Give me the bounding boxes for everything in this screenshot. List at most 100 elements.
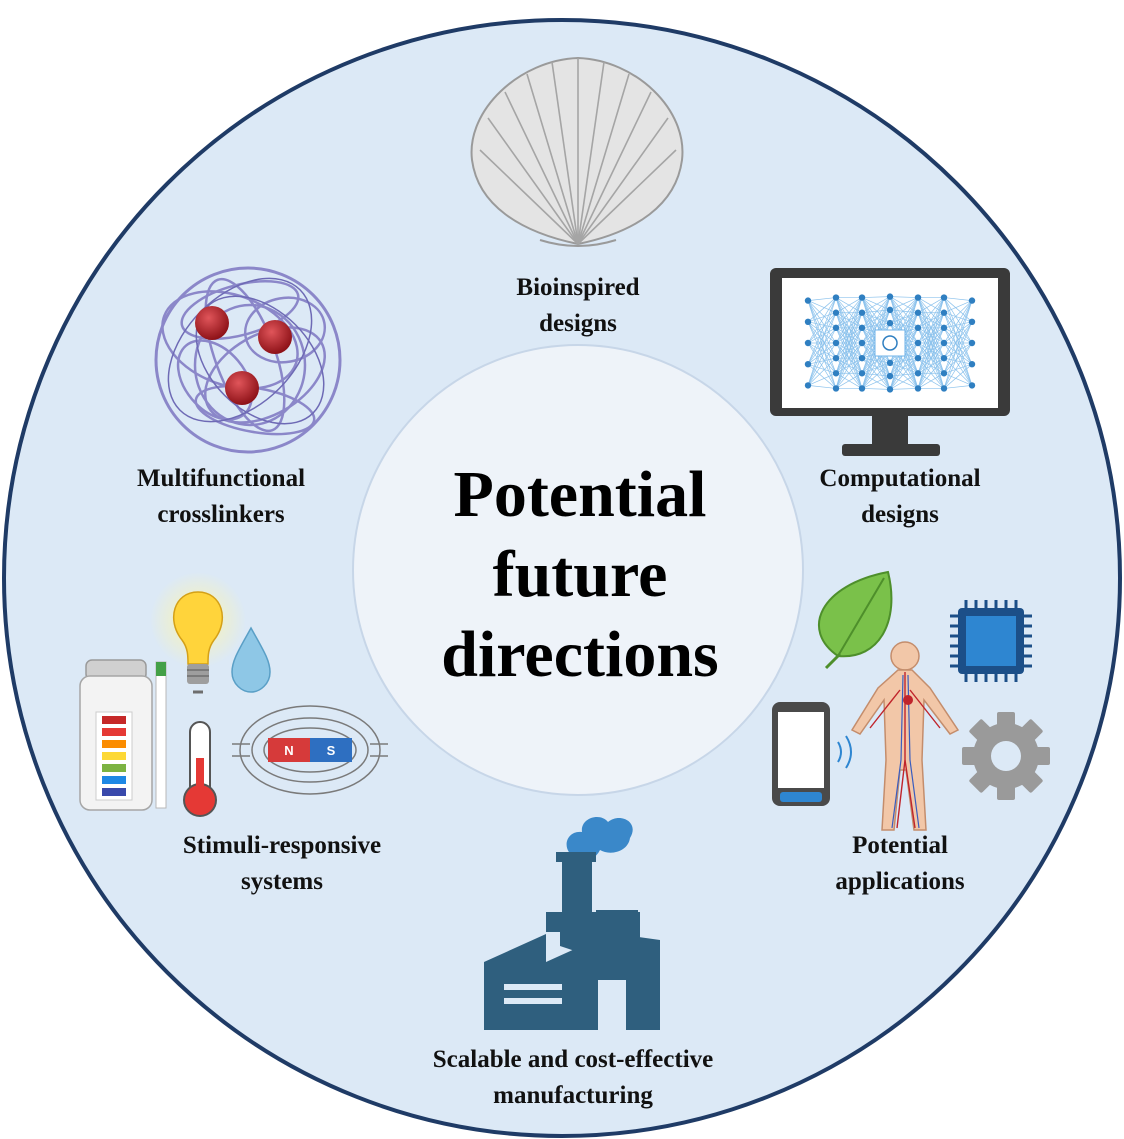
network-edge: [943, 357, 973, 365]
network-edge: [889, 322, 919, 329]
network-edge: [917, 327, 945, 389]
network-edge: [889, 297, 919, 324]
network-edge: [917, 312, 945, 389]
network-node: [968, 361, 976, 368]
network-edge: [943, 321, 973, 374]
network-node: [858, 370, 866, 377]
leaf-icon: [818, 570, 893, 670]
label-line: Computational: [819, 465, 981, 492]
network-node: [914, 309, 922, 316]
network-edge: [943, 327, 973, 386]
network-node: [804, 339, 812, 347]
network-node: [886, 306, 894, 314]
network-node: [804, 361, 812, 368]
network-edge: [943, 321, 973, 344]
network-edge: [917, 297, 945, 389]
network-edge: [861, 309, 891, 344]
network-edge: [861, 296, 891, 329]
network-edge: [943, 342, 973, 389]
seashell-icon: [470, 56, 684, 247]
network-node: [832, 309, 840, 316]
label-line: Bioinspired: [516, 274, 640, 301]
network-edge: [807, 327, 837, 344]
network-node: [832, 294, 840, 301]
network-node: [968, 297, 976, 304]
network-edge: [917, 342, 945, 389]
label-bioinspired-designs: Bioinspired designs: [478, 270, 678, 342]
network-edge: [835, 297, 863, 389]
inner-circle: [352, 344, 804, 796]
network-node: [832, 354, 840, 362]
network-edge: [807, 357, 837, 386]
network-edge: [807, 300, 837, 374]
network-node: [914, 339, 922, 347]
microchip-icon: [950, 600, 1032, 682]
gear-icon: [962, 712, 1050, 800]
network-edge: [943, 312, 973, 365]
network-node: [858, 294, 866, 301]
network-node: [968, 382, 976, 389]
network-edge: [807, 297, 837, 301]
label-line: Potential: [852, 832, 948, 859]
network-edge: [861, 362, 891, 374]
network-edge: [889, 362, 919, 374]
network-edge: [807, 363, 837, 389]
network-edge: [943, 300, 973, 374]
network-edge: [943, 300, 973, 344]
network-node: [940, 354, 948, 362]
network-edge: [943, 300, 973, 359]
network-edge: [943, 297, 973, 386]
network-edge: [943, 312, 973, 323]
network-edge: [889, 297, 919, 311]
network-edge: [943, 321, 973, 329]
network-edge: [861, 357, 891, 364]
network-edge: [943, 342, 973, 365]
network-node: [858, 385, 866, 392]
network-edge: [889, 362, 919, 389]
network-edge: [943, 327, 973, 344]
network-edge: [943, 327, 973, 365]
network-edge: [943, 297, 973, 344]
network-edge: [943, 363, 973, 389]
network-node: [886, 359, 894, 367]
network-edge: [861, 312, 891, 324]
network-edge: [807, 321, 837, 344]
network-node: [804, 382, 812, 389]
network-edge: [943, 342, 973, 374]
network-node: [968, 339, 976, 347]
network-edge: [835, 342, 863, 389]
network-edge: [943, 297, 973, 301]
network-node: [914, 324, 922, 332]
network-node: [858, 339, 866, 347]
network-edge: [943, 357, 973, 386]
network-node: [832, 370, 840, 377]
center-title: Potential future directions: [352, 455, 808, 695]
network-edge: [835, 297, 863, 374]
network-edge: [835, 297, 863, 314]
network-edge: [807, 363, 837, 374]
network-node: [940, 309, 948, 316]
network-edge: [917, 297, 945, 314]
network-edge: [861, 296, 891, 359]
network-edge: [807, 327, 837, 365]
network-edge: [943, 372, 973, 386]
network-edge: [807, 300, 837, 344]
network-edge: [943, 342, 973, 386]
network-edge: [889, 357, 919, 390]
network-edge: [889, 388, 919, 390]
network-edge: [943, 300, 973, 329]
network-node: [804, 297, 812, 304]
network-edge: [861, 297, 891, 311]
network-edge: [861, 388, 891, 390]
network-edge: [889, 342, 919, 390]
network-edge: [917, 297, 945, 344]
label-multifunctional-crosslinkers: Multifunctional crosslinkers: [106, 461, 336, 533]
network-edge: [807, 297, 837, 386]
network-node: [940, 385, 948, 392]
magnet-north-glyph: N: [284, 743, 293, 758]
network-edge: [943, 321, 973, 359]
network-edge: [943, 300, 973, 389]
smartphone-icon: [772, 702, 852, 806]
thermometer-icon: [183, 721, 217, 817]
network-node: [914, 370, 922, 377]
